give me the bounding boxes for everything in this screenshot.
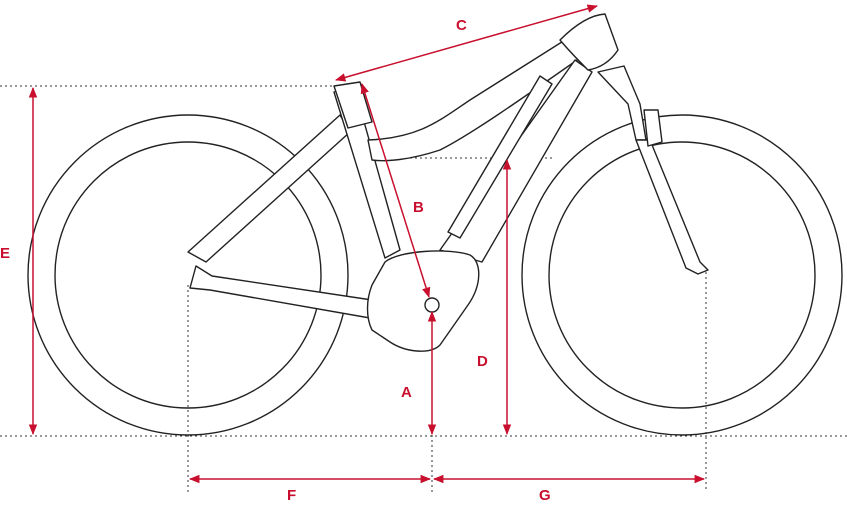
label-b: B bbox=[413, 199, 424, 216]
label-e: E bbox=[0, 245, 10, 262]
front-wheel bbox=[521, 114, 843, 436]
bottom-bracket-axle bbox=[424, 297, 440, 313]
chainstay bbox=[189, 265, 373, 319]
front-tire-inner bbox=[548, 141, 816, 409]
bike-frame bbox=[187, 13, 709, 352]
label-a: A bbox=[401, 384, 412, 401]
rear-tire-outer bbox=[27, 114, 349, 436]
fork-lower bbox=[635, 139, 709, 275]
fork-crown bbox=[643, 109, 663, 147]
rear-wheel bbox=[27, 114, 349, 436]
dimension-c-arrow bbox=[334, 4, 599, 82]
dimension-labels: C B E D A F G bbox=[0, 17, 551, 504]
dimension-arrows bbox=[28, 4, 706, 484]
label-f: F bbox=[287, 487, 296, 504]
fork-stanchion bbox=[597, 65, 647, 141]
label-c: C bbox=[456, 17, 467, 34]
label-g: G bbox=[539, 487, 551, 504]
rear-tire-inner bbox=[54, 141, 322, 409]
dimension-b-arrow bbox=[360, 82, 431, 299]
front-tire-outer bbox=[521, 114, 843, 436]
motor-housing bbox=[366, 250, 480, 352]
label-d: D bbox=[477, 353, 488, 370]
